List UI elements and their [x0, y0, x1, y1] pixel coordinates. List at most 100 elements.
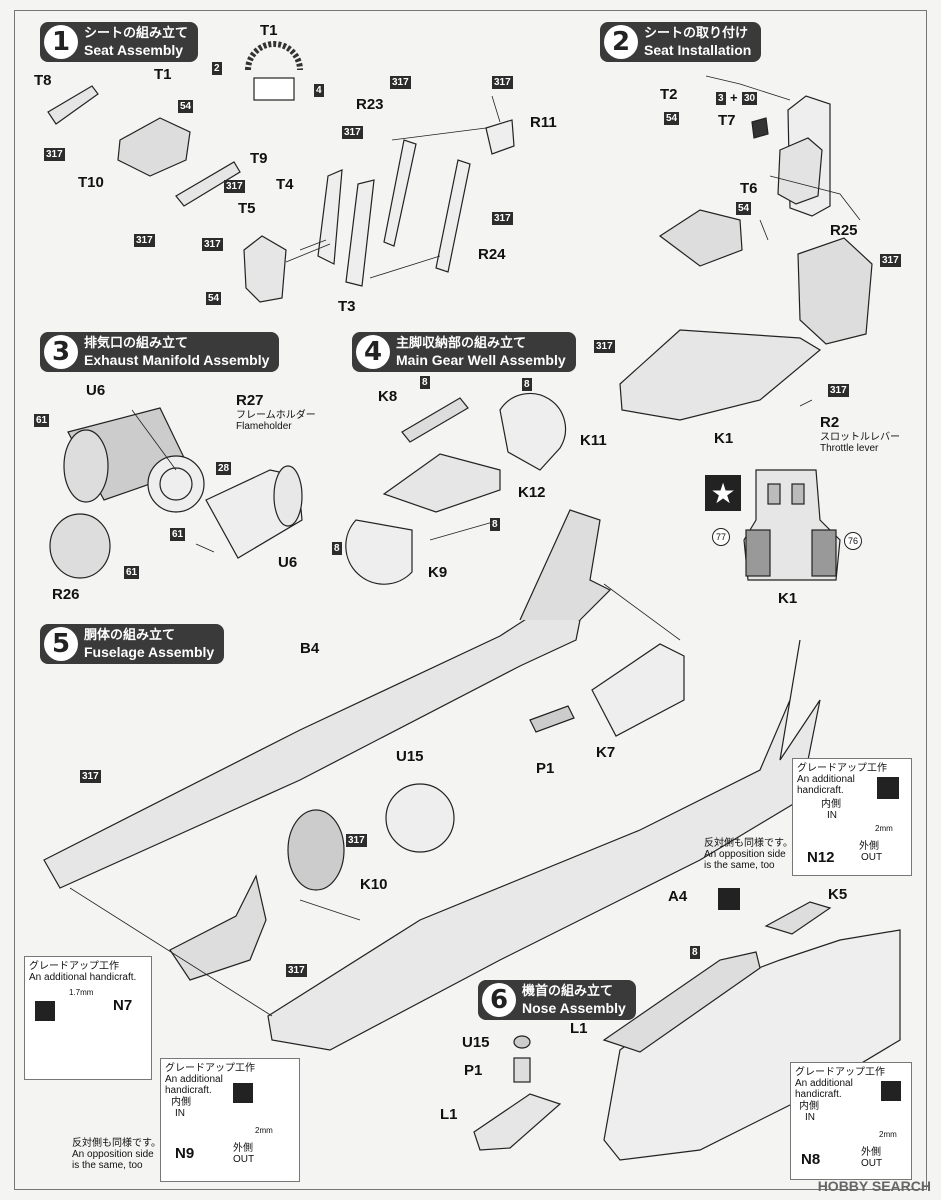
opposition-note-en-1: An opposition side [72, 1149, 154, 1160]
color-code: 8 [332, 542, 342, 555]
step-title-jp: 機首の組み立て [522, 984, 614, 999]
t1-headrest-art [245, 41, 303, 101]
color-code: 317 [44, 148, 65, 161]
drill-icon [35, 1001, 55, 1021]
size-2mm: 2mm [875, 824, 893, 833]
opposition-note-jp: 反対側も同様です。 [704, 838, 793, 849]
inside-jp: 内側 [821, 799, 841, 810]
k1-cockpit-detail-art [743, 469, 841, 581]
part-label: R23 [356, 96, 384, 113]
color-code: 8 [420, 376, 430, 389]
color-code: 8 [522, 378, 532, 391]
part-label: U6 [86, 382, 106, 399]
t9-part-art [175, 161, 241, 207]
color-code: 61 [170, 528, 186, 541]
k8-art [401, 397, 469, 443]
page-frame [14, 10, 927, 1190]
handicraft-title-jp: グレードアップ工作 [29, 961, 119, 972]
handicraft-title-jp: グレードアップ工作 [165, 1063, 255, 1074]
opposition-note-jp: 反対側も同様です。 [72, 1138, 161, 1149]
step-title-en: Fuselage Assembly [84, 644, 215, 660]
color-code: 317 [880, 254, 901, 267]
watermark: HOBBY SEARCH [817, 1178, 931, 1194]
star-icon: ★ [705, 475, 741, 511]
part-label: P1 [536, 760, 555, 777]
part-label: B4 [300, 640, 320, 657]
outside-en: OUT [233, 1154, 255, 1165]
part-label: T4 [276, 176, 294, 193]
inside-jp: 内側 [171, 1097, 191, 1108]
part-label: K7 [596, 744, 616, 761]
part-label: R26 [52, 586, 80, 603]
handicraft-title-en-2: handicraft. [165, 1085, 212, 1096]
t5-part-art [243, 235, 287, 303]
step-title-en: Seat Installation [644, 42, 752, 58]
part-label: R27 [236, 392, 264, 409]
drill-icon [233, 1083, 253, 1103]
part-label: T1 [154, 66, 172, 83]
u15-art [513, 1035, 531, 1049]
color-code: 317 [594, 340, 615, 353]
color-code: 317 [828, 384, 849, 397]
color-code: 317 [492, 212, 513, 225]
flameholder-en: Flameholder [236, 421, 292, 432]
part-label: R11 [530, 114, 557, 131]
color-code: 54 [206, 292, 222, 305]
l1-small-art [473, 1093, 562, 1151]
part-label: N12 [807, 849, 835, 866]
part-label: K12 [518, 484, 546, 501]
outside-en: OUT [861, 852, 883, 863]
color-code: 317 [202, 238, 223, 251]
part-label: R2 [820, 414, 840, 431]
k5-art [764, 901, 832, 935]
r24-rail-art [435, 159, 471, 273]
step-title-jp: 排気口の組み立て [84, 336, 189, 351]
part-label: K1 [714, 430, 734, 447]
size-2mm: 2mm [879, 1130, 897, 1139]
handicraft-title-en-1: An additional [165, 1074, 223, 1085]
part-label: T7 [718, 112, 736, 129]
color-code: 4 [314, 84, 324, 97]
inside-en: IN [827, 810, 837, 821]
step-number: 4 [356, 335, 390, 369]
k7-art [529, 705, 575, 733]
step-title-jp: 主脚収納部の組み立て [396, 336, 527, 351]
drill-icon [877, 777, 899, 799]
handicraft-panel-n9: グレードアップ工作 An additional handicraft. 内側 I… [160, 1058, 300, 1182]
t4-rail-art [317, 169, 343, 265]
seat-t10-art [117, 117, 191, 177]
part-label: T6 [740, 180, 758, 197]
outside-jp: 外側 [861, 1147, 881, 1158]
handicraft-title-jp: グレードアップ工作 [795, 1067, 885, 1078]
handicraft-title-jp: グレードアップ工作 [797, 763, 887, 774]
color-code: 2 [212, 62, 222, 75]
part-label: U15 [462, 1034, 490, 1051]
t7-art [751, 117, 769, 139]
inside-en: IN [175, 1108, 185, 1119]
k12-art [382, 453, 501, 513]
part-label: R24 [478, 246, 506, 263]
part-label: K11 [580, 432, 607, 449]
step-number: 5 [44, 627, 78, 661]
outside-jp: 外側 [859, 841, 879, 852]
cockpit-tub-k1-art [619, 329, 822, 421]
plus-sign: + [730, 90, 738, 105]
part-label: T5 [238, 200, 256, 217]
color-code: 317 [342, 126, 363, 139]
k11-art [499, 392, 567, 471]
color-code: 317 [80, 770, 101, 783]
p1-art [513, 1057, 531, 1083]
step-number: 2 [604, 25, 638, 59]
step-title-jp: シートの組み立て [84, 26, 189, 41]
r26-art [49, 513, 111, 579]
step-title-en: Exhaust Manifold Assembly [84, 352, 270, 368]
t8-part-art [47, 85, 99, 125]
color-code: 317 [286, 964, 307, 977]
drill-icon [718, 888, 740, 910]
canopy-art [602, 951, 761, 1053]
step-title-jp: 胴体の組み立て [84, 628, 176, 643]
part-label: R25 [830, 222, 858, 239]
part-label: T10 [78, 174, 104, 191]
t3-rail-art [345, 179, 375, 287]
part-label: N9 [175, 1145, 195, 1162]
